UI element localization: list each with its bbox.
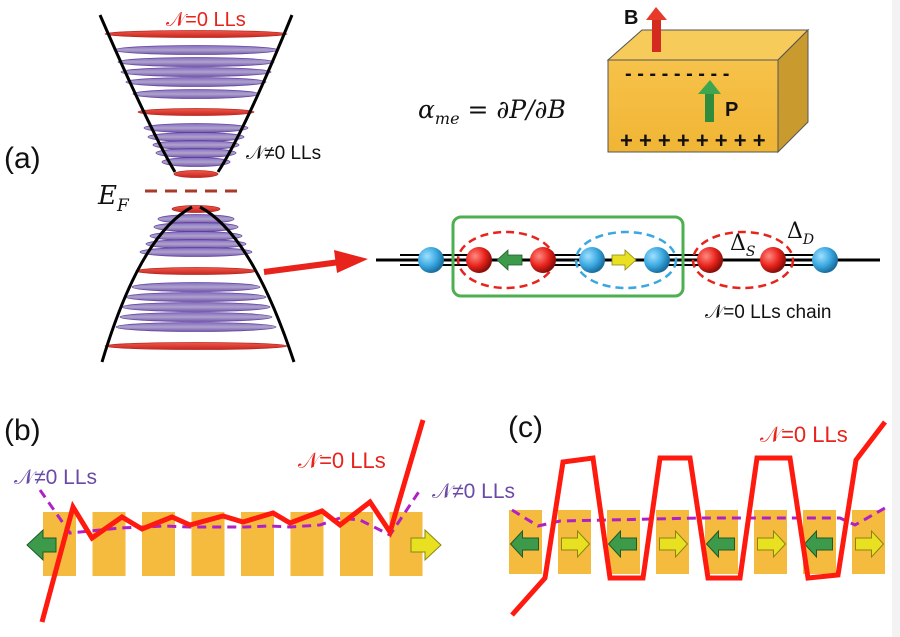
nonzero-landau-level-disk	[125, 292, 267, 302]
fermi-label: EF	[97, 181, 130, 216]
atom-blue	[418, 247, 444, 273]
atom-red	[466, 247, 492, 273]
domain-block	[92, 512, 126, 576]
nonzero-landau-level-disk	[115, 322, 277, 332]
box-minus-charges: - - - - - - - - -	[625, 63, 729, 85]
delta-s-label: ΔS	[730, 231, 755, 260]
red-pair-ellipse-2	[691, 230, 795, 290]
zero-landau-level-disk	[104, 30, 288, 38]
atom-red	[697, 247, 723, 273]
box-top-face	[606, 29, 810, 61]
yellow-right-arrow-icon	[410, 528, 442, 562]
right-edge	[892, 0, 900, 637]
polarization-arrow	[698, 80, 721, 122]
green-left-arrow-icon	[26, 528, 57, 562]
box-front-face	[607, 59, 779, 153]
nonzero-landau-level-disk	[161, 157, 231, 167]
panel-a: (a) 𝒩=0 LLs 𝒩≠0 LLs EF αme = ∂P/∂B	[4, 7, 880, 363]
box-plus-charges: + + + + + + + +	[620, 128, 766, 153]
upper-cone	[98, 14, 294, 178]
fermi-sub: F	[116, 196, 130, 216]
upper-cone-curve-right	[216, 14, 294, 173]
chain-label: 𝒩=0 LLs chain	[705, 302, 831, 323]
yellow-right-arrow-icon	[611, 249, 637, 271]
nonzero-landau-level-disk	[119, 312, 273, 322]
nonzero-landau-level-disk	[120, 67, 272, 77]
atom-red	[760, 247, 786, 273]
zero-ll-line	[510, 420, 887, 617]
panel-c-nonzero-ll-label: 𝒩≠0 LLs	[432, 480, 515, 503]
panel-c-blocks	[509, 510, 885, 574]
lower-cone-curve-right	[199, 205, 296, 363]
nonzero-ll-label: 𝒩≠0 LLs	[246, 143, 321, 164]
nonzero-ll-dashed-line	[511, 506, 886, 528]
lower-cone	[100, 205, 296, 363]
nonzero-landau-level-disk	[117, 57, 275, 67]
atom-blue	[812, 247, 838, 273]
magnetoelectric-box: - - - - - - - - - + + + + + + + + B P	[606, 7, 810, 154]
blue-pair-ellipse	[574, 230, 678, 290]
unit-cell-box	[451, 215, 685, 298]
nonzero-landau-level-disk	[155, 148, 237, 158]
nonzero-landau-level-disk	[113, 45, 279, 55]
b-field-arrow	[646, 7, 667, 52]
yellow-right-arrow-icon	[659, 529, 689, 559]
panel-b-nonzero-ll-label: 𝒩≠0 LLs	[14, 466, 97, 489]
nonzero-ll-dashed-line	[38, 489, 422, 537]
zero-landau-level-disk	[137, 108, 255, 116]
zero-landau-level-disk	[104, 342, 288, 350]
nonzero-landau-level-disk	[125, 77, 267, 87]
panel-c: (c) 𝒩=0 LLs 𝒩≠0 LLs	[432, 411, 887, 617]
polarization-label: P	[725, 99, 738, 121]
nonzero-landau-level-disk	[131, 282, 261, 292]
zero-ll-line	[39, 419, 426, 623]
panel-b: (b) 𝒩=0 LLs 𝒩≠0 LLs	[4, 414, 442, 623]
zero-landau-level-disk	[171, 205, 221, 213]
pointer-arrow	[263, 250, 368, 275]
panel-b-zero-ll-label: 𝒩=0 LLs	[298, 448, 386, 473]
magnetoelectric-equation: αme = ∂P/∂B	[418, 95, 566, 128]
nonzero-landau-level-disk	[121, 302, 271, 312]
panel-b-label: (b)	[4, 414, 41, 447]
panel-c-label: (c)	[508, 411, 543, 444]
lower-cone-curve-left	[100, 205, 193, 363]
b-field-label: B	[624, 7, 638, 29]
fermi-E: E	[97, 181, 117, 211]
atom-blue	[579, 247, 605, 273]
yellow-right-arrow-icon	[855, 529, 885, 559]
zero-landau-level-disk	[135, 267, 257, 275]
panel-a-label: (a)	[4, 142, 41, 175]
green-left-arrow-icon	[607, 529, 637, 559]
yellow-right-arrow-icon	[757, 529, 787, 559]
atom-blue	[644, 247, 670, 273]
delta-d-label: ΔD	[787, 219, 814, 248]
ll-chain: ΔS ΔD 𝒩=0 LLs chain	[376, 215, 880, 323]
nonzero-landau-level-disk	[139, 247, 253, 257]
green-left-arrow-icon	[496, 249, 523, 271]
zero-landau-level-disk	[173, 170, 219, 178]
upper-zero-ll-label: 𝒩=0 LLs	[166, 9, 246, 31]
nonzero-landau-level-disk	[132, 89, 260, 99]
green-left-arrow-icon	[803, 529, 833, 559]
green-left-arrow-icon	[509, 529, 539, 559]
nonzero-landau-level-disk	[143, 123, 249, 133]
yellow-right-arrow-icon	[561, 529, 591, 559]
panel-c-zero-ll-label: 𝒩=0 LLs	[760, 422, 848, 447]
atom-red	[530, 247, 556, 273]
green-left-arrow-icon	[705, 529, 735, 559]
upper-cone-curve-left	[98, 14, 177, 173]
